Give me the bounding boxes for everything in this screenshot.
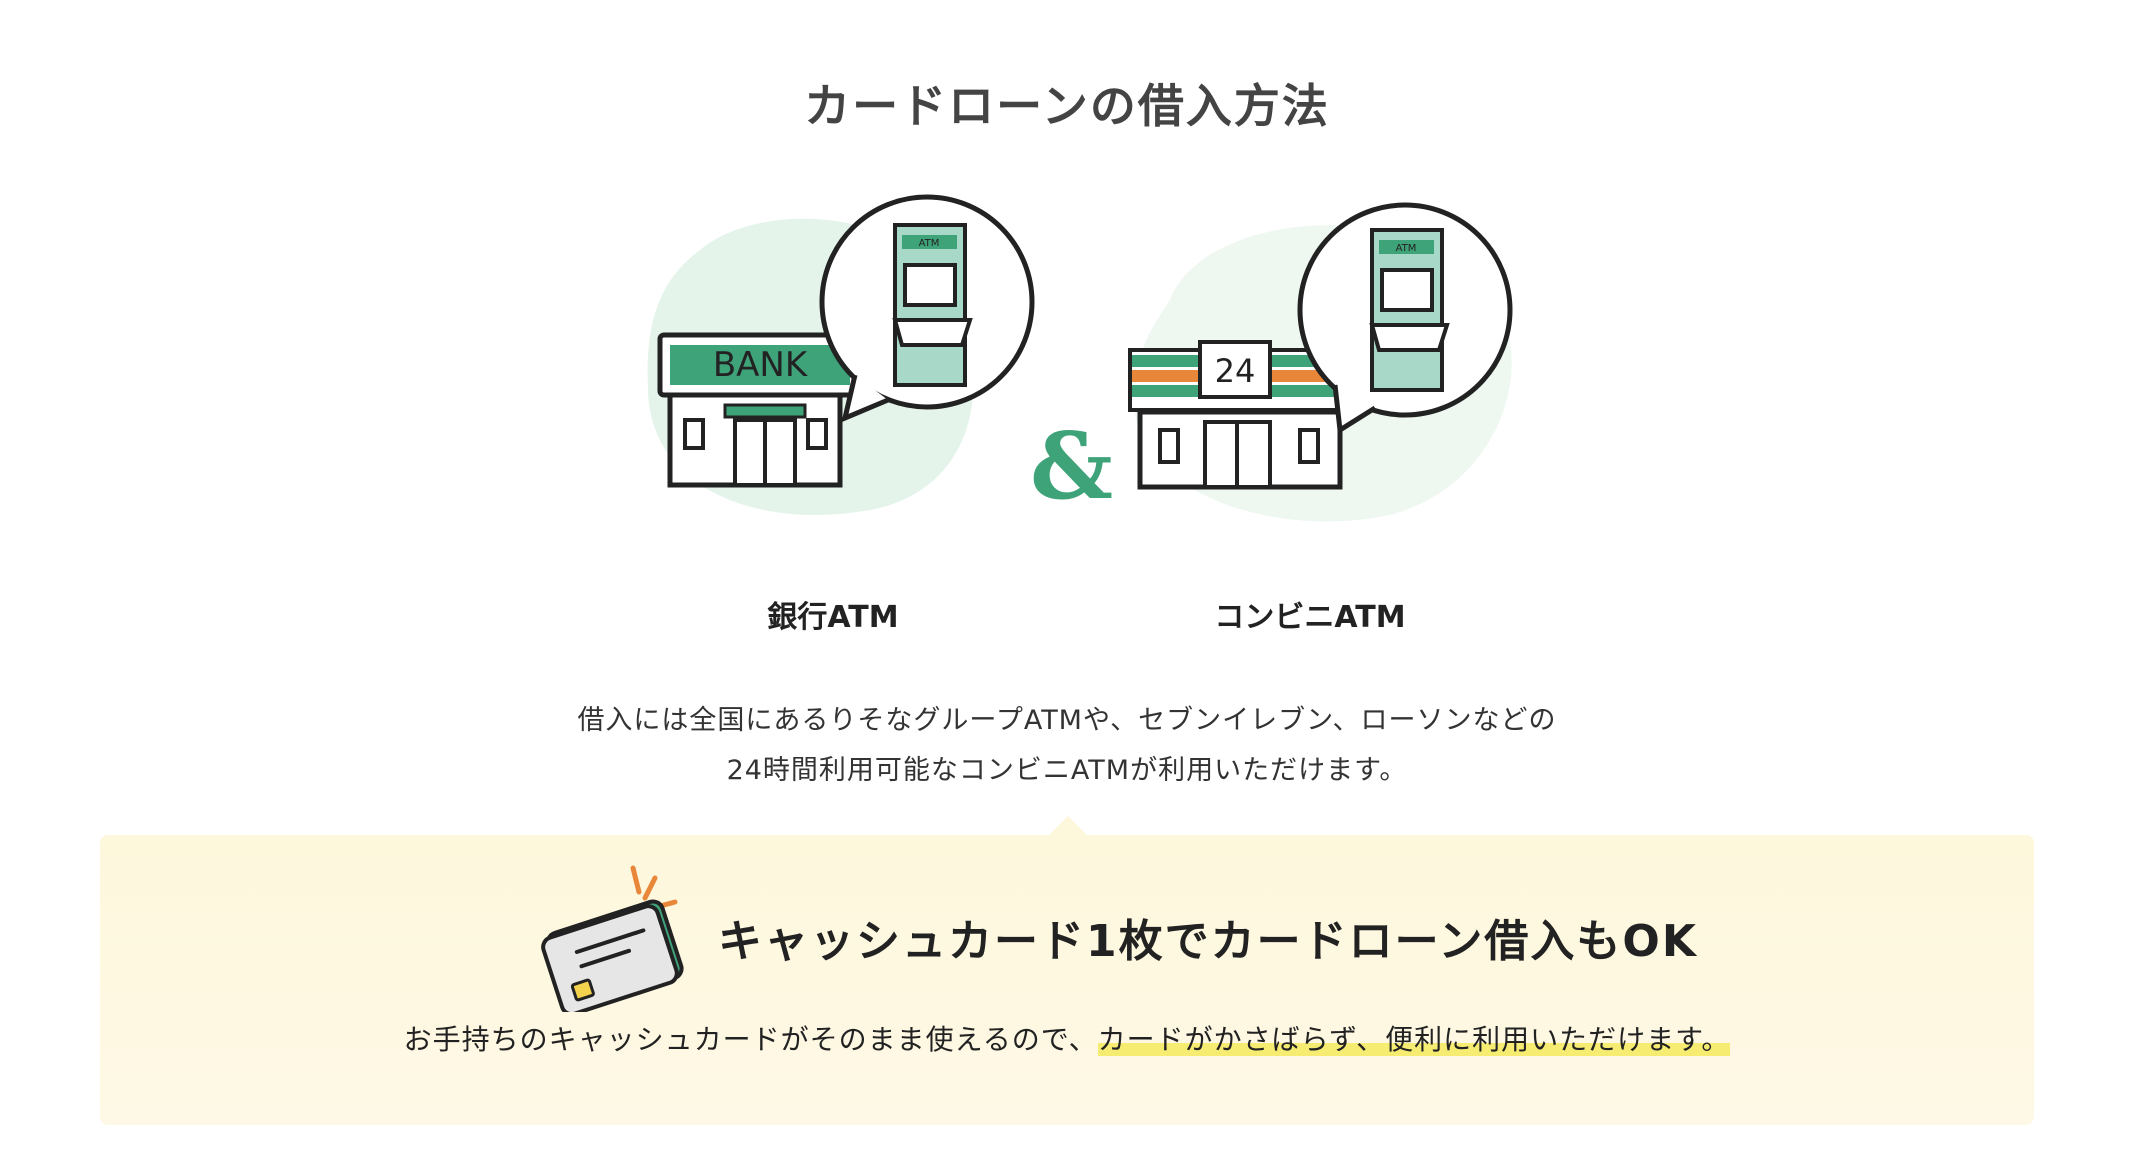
bank-atm-label: 銀行ATM <box>767 600 899 635</box>
convenience-atm-illustration: 24 ATM <box>1120 190 1540 530</box>
description-line-1: 借入には全国にあるりそなグループATMや、セブンイレブン、ローソンなどの <box>577 705 1557 736</box>
cash-card-text: お手持ちのキャッシュカードがそのまま使えるので、カードがかさばらず、便利に利用い… <box>0 1018 2134 1058</box>
svg-text:ATM: ATM <box>1396 243 1417 254</box>
cash-card-panel <box>100 835 2034 1125</box>
cash-card-text-plain: お手持ちのキャッシュカードがそのまま使えるので、 <box>403 1023 1098 1056</box>
panel-pointer <box>1046 816 1090 838</box>
cash-card-text-highlight: カードがかさばらず、便利に利用いただけます。 <box>1097 1023 1731 1056</box>
svg-text:24: 24 <box>1215 352 1256 390</box>
convenience-store-icon: 24 ATM <box>1128 202 1513 522</box>
section-title: カードローンの借入方法 <box>804 79 1330 133</box>
convenience-atm-label: コンビニATM <box>1214 600 1406 635</box>
bank-atm-illustration: BANK ATM <box>640 190 1040 530</box>
ampersand-symbol: & <box>1030 412 1114 520</box>
svg-text:BANK: BANK <box>713 345 809 385</box>
bank-building-icon: BANK ATM <box>647 194 1035 515</box>
cash-card-icon <box>535 862 695 1017</box>
cash-card-title: キャッシュカード1枚でカードローン借入もOK <box>718 916 1698 967</box>
svg-text:ATM: ATM <box>919 238 940 249</box>
description-line-2: 24時間利用可能なコンビニATMが利用いただけます。 <box>726 755 1408 786</box>
